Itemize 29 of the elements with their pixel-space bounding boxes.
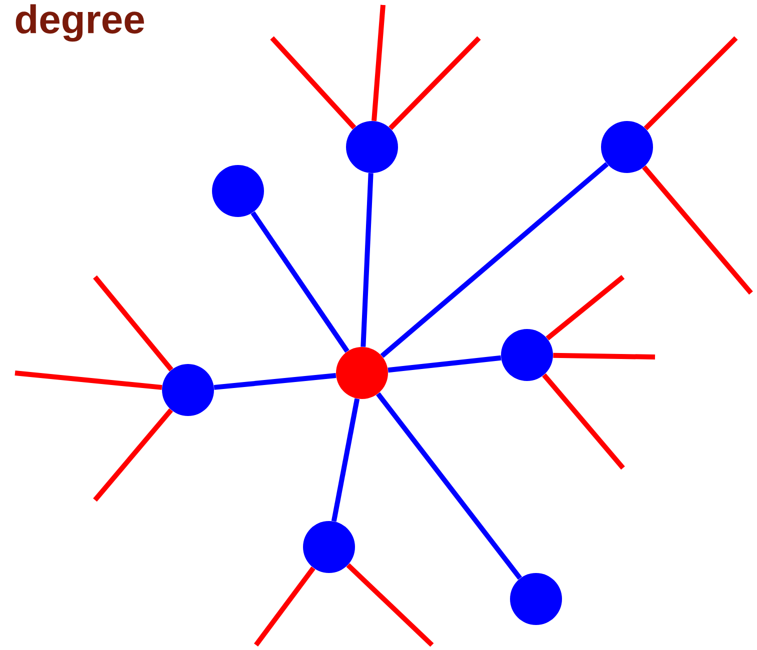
network-node [303,521,355,573]
network-node [510,573,562,625]
network-node [162,364,214,416]
edge-line [93,275,174,372]
edge-line [376,392,522,580]
network-node [601,121,653,173]
edge-line [360,173,374,347]
edge-line [254,566,316,646]
edge-line [542,373,625,470]
network-node [336,347,388,399]
edge-line [331,398,360,522]
edge-line [642,165,753,295]
network-node [501,329,553,381]
edge-line [644,36,738,130]
title: degree [16,4,144,42]
edge-line [388,36,481,130]
edge-line [14,370,162,390]
edge-line [380,162,609,358]
network-node [212,165,264,217]
network-node [346,121,398,173]
edge-line [250,211,350,353]
edge-line [388,355,502,373]
edge-line [372,4,386,122]
edge-line [93,408,173,502]
edge-line [214,373,336,390]
edge-line [553,352,656,360]
edge-line [346,563,434,647]
edge-line [546,275,625,340]
edge-line [270,36,356,130]
